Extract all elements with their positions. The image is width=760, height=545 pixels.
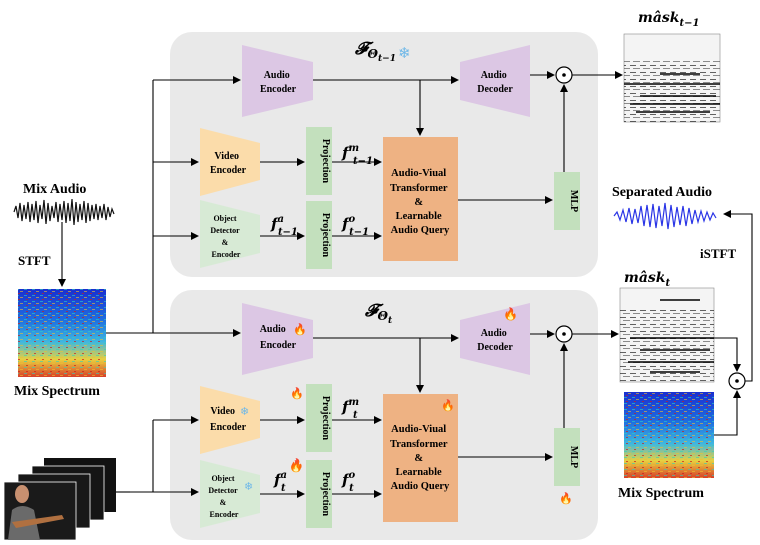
snowflake-icon-object: ❄ [244, 481, 253, 493]
mask-cur-texture [620, 310, 714, 382]
mask-prev-label: mâskt−1 [638, 10, 699, 29]
object-detector-top [200, 200, 260, 268]
transformer-bottom-label: Audio-Viual Transformer & Learnable Audi… [390, 424, 450, 492]
projection-object-bottom-label: Projection [320, 472, 331, 517]
fire-icon-audio-decoder: 🔥 [503, 307, 518, 321]
object-detector-top-label: Object Detector & Encoder [210, 214, 241, 259]
video-encoder-top [200, 128, 260, 196]
object-detector-bottom [200, 460, 260, 528]
mlp-top-label: MLP [568, 190, 579, 212]
mask-cur-harmonics [628, 299, 714, 373]
fire-icon-projection-video: 🔥 [290, 387, 304, 400]
video-encoder-bottom [200, 386, 260, 454]
fire-icon-audio-encoder: 🔥 [293, 323, 307, 336]
audio-decoder-top [460, 45, 530, 117]
audio-decoder-top-label: Audio Decoder [477, 70, 513, 95]
mix-spectrum-right-texture [624, 392, 714, 478]
guitar [12, 515, 64, 528]
transformer-top-label: Audio-Viual Transformer & Learnable Audi… [390, 168, 450, 236]
mask-prev-harmonics [624, 73, 720, 113]
projection-video-top [306, 127, 332, 195]
transformer-top [383, 137, 458, 261]
mlp-bottom [554, 428, 580, 486]
video-encoder-top-label: Video Encoder [210, 151, 247, 176]
mlp-bottom-label: MLP [568, 446, 579, 468]
projection-object-top-label: Projection [320, 213, 331, 258]
projection-video-top-label: Projection [320, 139, 331, 184]
odot-bottom-dot [562, 332, 566, 336]
mix-spectrum-right-label: Mix Spectrum [618, 486, 704, 501]
fire-icon-fa: 🔥 [289, 460, 303, 473]
istft-label: iSTFT [700, 246, 736, 261]
separated-audio-waveform [613, 202, 717, 230]
mix-spectrum-left-label: Mix Spectrum [14, 384, 100, 399]
stft-label: STFT [18, 253, 51, 268]
audio-decoder-bottom [460, 303, 530, 375]
audio-encoder-bottom [242, 303, 313, 375]
projection-video-bottom-label: Projection [320, 396, 331, 441]
projection-object-top [306, 201, 332, 269]
audio-encoder-bottom-label: Audio Encoder [260, 324, 297, 351]
mix-spectrum-left-texture [18, 289, 106, 377]
snowflake-icon: ❄ [398, 46, 411, 62]
audio-decoder-bottom-label: Audio Decoder [477, 328, 513, 353]
object-detector-bottom-label: Object Detector & Encoder [208, 474, 239, 519]
fire-icon-mlp: 🔥 [559, 492, 573, 505]
mix-audio-label: Mix Audio [23, 182, 86, 197]
transformer-bottom [383, 394, 458, 522]
projection-video-bottom [306, 384, 332, 452]
audio-encoder-top [242, 45, 313, 117]
performer-head [15, 485, 29, 503]
snowflake-icon-video: ❄ [240, 406, 249, 418]
fire-icon-transformer: 🔥 [441, 399, 455, 412]
odot-right-dot [735, 379, 739, 383]
connections [58, 71, 753, 498]
mix-audio-waveform [13, 198, 115, 226]
mask-cur-label: mâskt [624, 270, 670, 289]
fire-icon-projection-object: 🔥 [290, 458, 304, 471]
audio-encoder-top-label: Audio Encoder [260, 70, 297, 95]
separated-audio-label: Separated Audio [612, 185, 712, 200]
mlp-top [554, 172, 580, 230]
video-encoder-bottom-label: Video Encoder [210, 406, 247, 433]
odot-top-dot [562, 73, 566, 77]
projection-object-bottom [306, 460, 332, 528]
